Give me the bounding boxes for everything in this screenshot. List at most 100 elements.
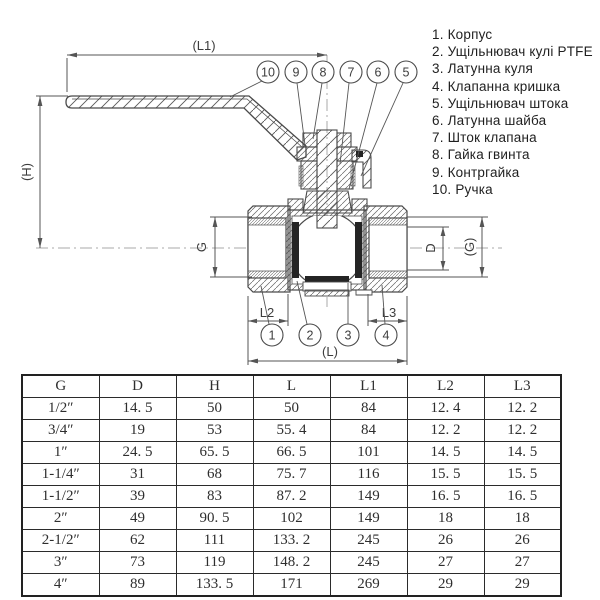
table-cell: 2-1/2″ — [21, 528, 100, 552]
dimension-table: G D H L L1 L2 L3 1/2″ 14. 5 50 50 84 12.… — [21, 374, 562, 597]
callout-6: 6 — [366, 60, 390, 84]
callout-9-number: 9 — [293, 66, 300, 80]
table-cell: 3/4″ — [21, 419, 100, 443]
table-row: 4″ 89 133. 5 171 269 29 29 — [21, 572, 562, 597]
table-cell: 62 — [98, 528, 177, 552]
gland-thread-left — [298, 165, 304, 187]
table-cell: 29 — [406, 572, 485, 597]
table-cell: 1/2″ — [21, 397, 100, 421]
table-cell: 149 — [329, 484, 408, 508]
table-cell: 12. 2 — [483, 419, 562, 443]
right-thread-bottom — [368, 270, 408, 279]
dim-label-g-left: G — [194, 242, 209, 252]
table-cell: 73 — [98, 550, 177, 574]
table-cell: 119 — [175, 550, 254, 574]
legend-item-3: 3. Латунна куля — [432, 61, 534, 77]
table-row: 2-1/2″ 62 111 133. 2 245 26 26 — [21, 528, 562, 552]
left-thread-bore — [247, 217, 287, 279]
col-header-h: H — [175, 374, 254, 399]
table-cell: 15. 5 — [406, 462, 485, 486]
callout-circles: 10 9 8 7 6 5 1 — [256, 60, 418, 347]
table-cell: 4″ — [21, 572, 100, 597]
table-cell: 55. 4 — [252, 419, 331, 443]
table-row: 3/4″ 19 53 55. 4 84 12. 2 12. 2 — [21, 419, 562, 443]
legend-item-10: 10. Ручка — [432, 181, 493, 197]
table-header-row: G D H L L1 L2 L3 — [21, 374, 562, 399]
table-cell: 245 — [329, 528, 408, 552]
col-header-l1: L1 — [329, 374, 408, 399]
table-cell: 90. 5 — [175, 506, 254, 530]
table-cell: 65. 5 — [175, 441, 254, 464]
handle-lever — [65, 95, 307, 161]
col-header-l3: L3 — [483, 374, 562, 399]
table-cell: 18 — [406, 506, 485, 530]
table-cell: 133. 5 — [175, 572, 254, 597]
table-cell: 116 — [329, 462, 408, 486]
col-header-g: G — [21, 374, 100, 399]
table-cell: 26 — [483, 528, 562, 552]
table-cell: 26 — [406, 528, 485, 552]
callout-9: 9 — [284, 60, 308, 84]
table-cell: 84 — [329, 397, 408, 421]
boss-wing-right — [351, 198, 368, 211]
col-header-l2: L2 — [406, 374, 485, 399]
table-row: 1-1/4″ 31 68 75. 7 116 15. 5 15. 5 — [21, 462, 562, 486]
table-cell: 18 — [483, 506, 562, 530]
table-cell: 68 — [175, 462, 254, 486]
dim-label-h: (H) — [19, 163, 34, 181]
screw-nut-right — [336, 132, 352, 148]
table-cell: 27 — [406, 550, 485, 574]
boss-wing-left — [287, 198, 304, 211]
bottom-seal — [305, 276, 349, 282]
table-cell: 245 — [329, 550, 408, 574]
legend-item-2: 2. Ущільнювач кулі PTFE — [432, 44, 593, 60]
callout-7-number: 7 — [348, 66, 355, 80]
dim-label-l: (L) — [322, 344, 338, 359]
callout-8: 8 — [311, 60, 335, 84]
callout-4-number: 4 — [383, 329, 390, 343]
stem-seal — [356, 151, 363, 157]
handle-inner-line — [72, 98, 303, 148]
callout-2: 2 — [298, 323, 322, 347]
legend-item-9: 9. Контргайка — [432, 164, 520, 180]
table-row: 2″ 49 90. 5 102 149 18 18 — [21, 506, 562, 530]
callout-3-number: 3 — [345, 329, 352, 343]
legend-item-5: 5. Ущільнювач штока — [432, 95, 569, 111]
callout-leaders — [229, 80, 404, 325]
table-cell: 49 — [98, 506, 177, 530]
callout-6-number: 6 — [375, 66, 382, 80]
table-cell: 102 — [252, 506, 331, 530]
table-cell: 14. 5 — [98, 397, 177, 421]
parts-legend: 1. Корпус 2. Ущільнювач кулі PTFE 3. Лат… — [432, 26, 597, 198]
table-cell: 84 — [329, 419, 408, 443]
table-cell: 1″ — [21, 441, 100, 464]
table-cell: 66. 5 — [252, 441, 331, 464]
callout-5: 5 — [394, 60, 418, 84]
callout-5-number: 5 — [403, 66, 410, 80]
gland-left — [300, 160, 318, 190]
table-cell: 149 — [329, 506, 408, 530]
table-cell: 31 — [98, 462, 177, 486]
callout-10-number: 10 — [261, 66, 275, 80]
table-cell: 53 — [175, 419, 254, 443]
right-thread-top — [368, 217, 408, 226]
left-thread-bottom — [247, 270, 287, 279]
valve-stem — [316, 129, 338, 229]
legend-item-7: 7. Шток клапана — [432, 130, 537, 146]
table-cell: 133. 2 — [252, 528, 331, 552]
legend-item-6: 6. Латунна шайба — [432, 113, 547, 129]
dim-label-g-right: (G) — [462, 238, 477, 257]
bottom-boss — [304, 289, 350, 297]
table-cell: 1-1/4″ — [21, 462, 100, 486]
callout-10: 10 — [256, 60, 280, 84]
table-cell: 75. 7 — [252, 462, 331, 486]
legend-item-1: 1. Корпус — [432, 27, 493, 42]
table-cell: 148. 2 — [252, 550, 331, 574]
callout-8-number: 8 — [320, 66, 327, 80]
legend-item-8: 8. Гайка гвинта — [432, 147, 530, 163]
table-row: 3″ 73 119 148. 2 245 27 27 — [21, 550, 562, 574]
handle — [65, 95, 307, 161]
table-cell: 14. 5 — [483, 441, 562, 464]
table-cell: 111 — [175, 528, 254, 552]
